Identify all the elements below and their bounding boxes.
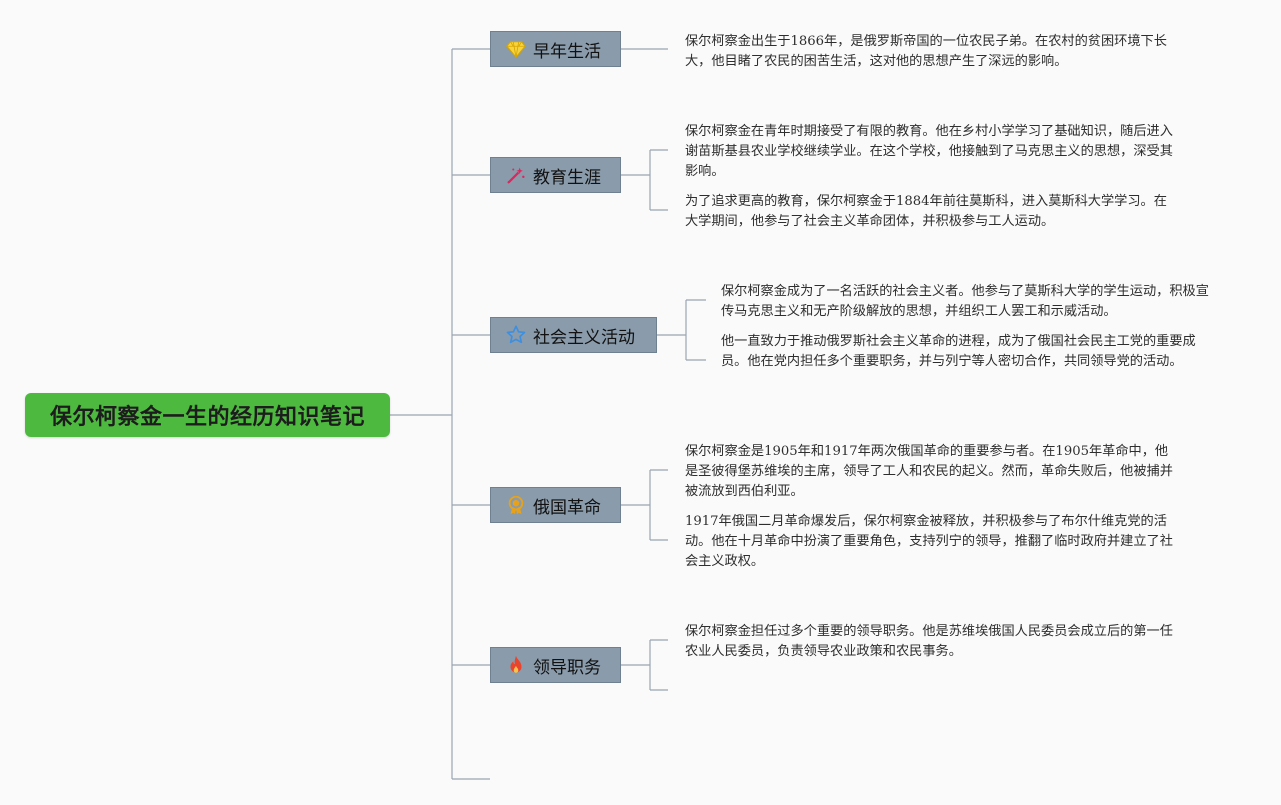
branch-label: 早年生活 [533,41,601,62]
branch-leadership[interactable]: 领导职务 [490,647,621,683]
leaf-leadership-1: 保尔柯察金担任过多个重要的领导职务。他是苏维埃俄国人民委员会成立后的第一任农业人… [685,624,1173,659]
branch-education[interactable]: 教育生涯 [490,157,621,193]
branch-label: 教育生涯 [533,167,601,188]
branch-russian-revolution[interactable]: 俄国革命 [490,487,621,523]
branch-label: 领导职务 [533,657,601,678]
leaf-education-1: 保尔柯察金在青年时期接受了有限的教育。他在乡村小学学习了基础知识，随后进入谢苗斯… [685,124,1173,179]
diamond-icon [505,38,527,60]
leaf-revolution-1: 保尔柯察金是1905年和1917年两次俄国革命的重要参与者。在1905年革命中，… [685,444,1173,499]
leaf-socialist-1: 保尔柯察金成为了一名活跃的社会主义者。他参与了莫斯科大学的学生运动，积极宣传马克… [721,284,1209,319]
leaf-early-life-1: 保尔柯察金出生于1866年，是俄罗斯帝国的一位农民子弟。在农村的贫困环境下长大，… [685,34,1167,69]
root-title: 保尔柯察金一生的经历知识笔记 [49,405,365,430]
fire-icon [505,654,527,676]
medal-icon [505,494,527,516]
leaf-socialist-2: 他一直致力于推动俄罗斯社会主义革命的进程，成为了俄国社会民主工党的重要成员。他在… [721,334,1196,369]
leaf-revolution-2: 1917年俄国二月革命爆发后，保尔柯察金被释放，并积极参与了布尔什维克党的活动。… [685,514,1173,569]
branch-early-life[interactable]: 早年生活 [490,31,621,67]
branch-label: 社会主义活动 [533,327,635,348]
branch-label: 俄国革命 [533,497,601,518]
leaf-education-2: 为了追求更高的教育，保尔柯察金于1884年前往莫斯科，进入莫斯科大学学习。在大学… [685,194,1167,229]
star-icon [505,324,527,346]
magic-wand-icon [505,164,527,186]
branch-socialist-activities[interactable]: 社会主义活动 [490,317,657,353]
root-topic[interactable]: 保尔柯察金一生的经历知识笔记 [25,393,390,437]
